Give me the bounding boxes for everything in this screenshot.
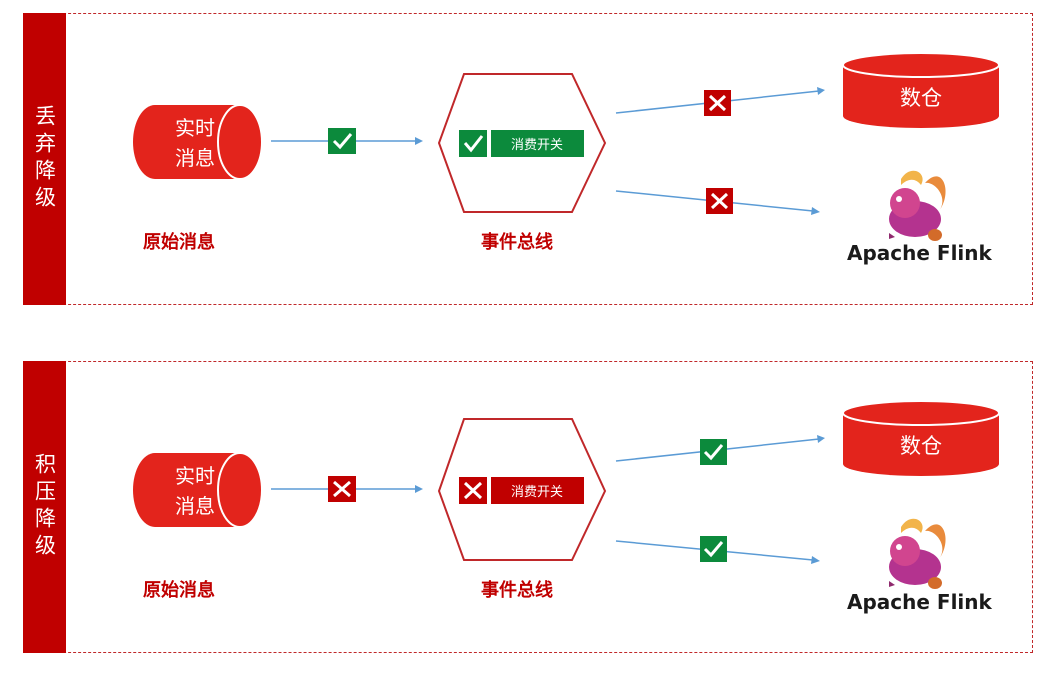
check-icon: [700, 439, 727, 465]
consume-switch-label: 消费开关: [511, 485, 563, 500]
check-icon: [700, 536, 727, 562]
consume-switch: [491, 130, 584, 157]
bus-caption: 事件总线: [481, 580, 553, 601]
cross-icon: [704, 90, 731, 116]
warehouse-label: 数仓: [900, 434, 942, 458]
arrowhead: [415, 485, 423, 493]
source-cylinder: [133, 452, 263, 528]
check-icon: [459, 130, 487, 157]
source-label-line2: 消息: [175, 494, 215, 518]
cross-icon: [459, 477, 487, 504]
flow-diagram: 实时 消息 消费开关: [133, 52, 1000, 241]
flow-diagram: 实时 消息 消费开关 数仓: [133, 400, 1000, 589]
source-label-line1: 实时: [175, 116, 215, 140]
cross-icon: [706, 188, 733, 214]
panel-backlog-degrade: 积压降级 实时 消息 消费开关: [23, 361, 1033, 653]
bus-caption: 事件总线: [481, 232, 553, 253]
warehouse-database-icon: [842, 52, 1000, 128]
flink-squirrel-logo: [889, 518, 946, 589]
arrowhead: [811, 556, 820, 564]
arrowhead: [415, 137, 423, 145]
check-icon: [328, 128, 356, 154]
consume-switch-label: 消费开关: [511, 138, 563, 153]
source-label-line2: 消息: [175, 146, 215, 170]
warehouse-database-icon: [842, 400, 1000, 476]
source-label-line1: 实时: [175, 464, 215, 488]
panel-discard-degrade: 丢弃降级 实时 消息 消费开关: [23, 13, 1033, 305]
arrowhead: [817, 435, 825, 443]
source-caption: 原始消息: [143, 580, 215, 601]
flink-label: Apache Flink: [847, 590, 992, 614]
source-cylinder: [133, 104, 263, 180]
warehouse-label: 数仓: [900, 86, 942, 110]
cross-icon: [328, 476, 356, 502]
panel-title: 丢弃降级: [23, 13, 66, 305]
consume-switch: [491, 477, 584, 504]
panel-title: 积压降级: [23, 361, 66, 653]
arrowhead: [817, 87, 825, 95]
flink-label: Apache Flink: [847, 241, 992, 265]
flink-squirrel-logo: [889, 170, 946, 241]
arrowhead: [811, 207, 820, 215]
source-caption: 原始消息: [143, 232, 215, 253]
